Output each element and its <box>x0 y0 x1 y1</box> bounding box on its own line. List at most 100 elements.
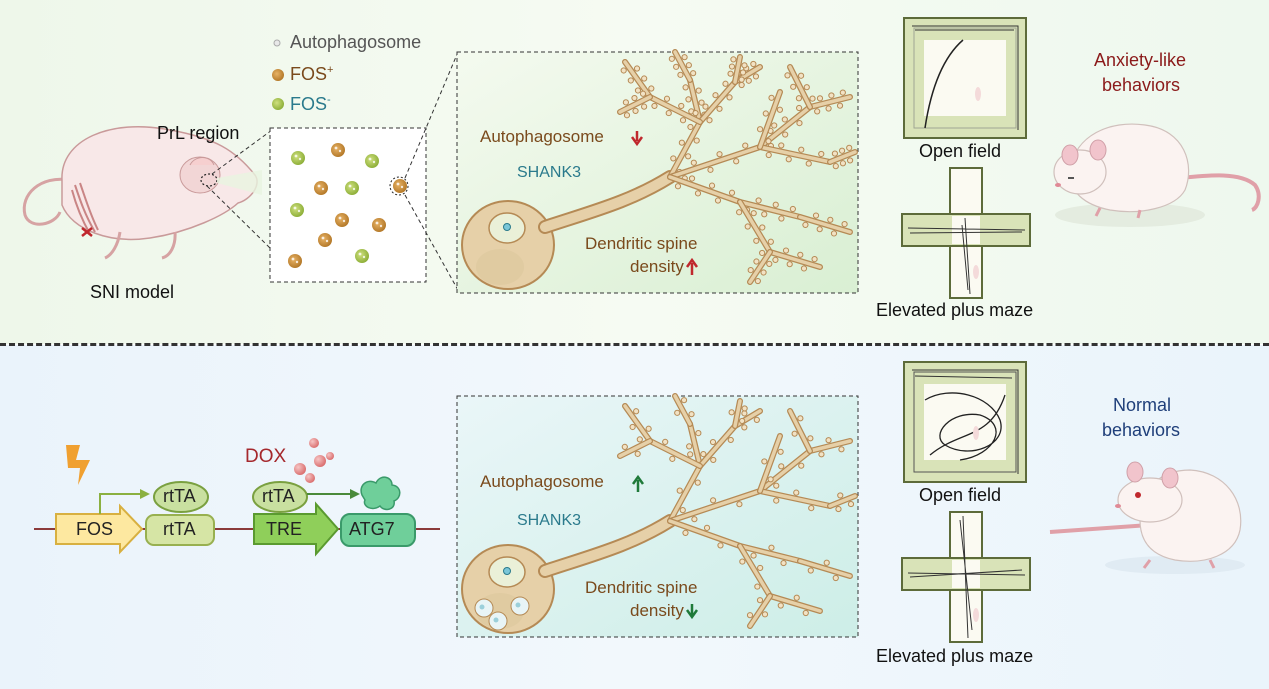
dendritic-spine <box>807 435 814 442</box>
open-field-arena-bottom <box>903 361 1027 483</box>
dendritic-spine <box>738 76 745 83</box>
dendritic-spine <box>778 142 785 149</box>
dendritic-spine <box>767 238 774 245</box>
dendritic-spine <box>831 150 839 157</box>
dendrite <box>688 78 702 124</box>
dendritic-spine <box>772 256 779 263</box>
dendrite <box>748 594 772 628</box>
dendritic-spine <box>741 62 748 69</box>
dendritic-spine <box>841 221 848 228</box>
dendritic-spine <box>753 258 760 265</box>
fos-positive-cell <box>318 233 332 247</box>
anxious-rat-illustration <box>1053 123 1261 227</box>
dendritic-spine <box>694 479 701 486</box>
dendrite <box>738 544 802 563</box>
dendritic-spine <box>791 430 798 437</box>
fos-negative-cell <box>290 203 304 217</box>
autophagosome-dot <box>368 157 372 161</box>
dendritic-spine <box>839 89 846 96</box>
dendrite <box>758 449 812 493</box>
sni-mouse-illustration <box>22 126 262 260</box>
dendritic-spine <box>728 409 735 416</box>
dendritic-spine <box>651 102 658 110</box>
dendrite <box>748 250 772 284</box>
dendritic-spine <box>802 221 809 228</box>
dendritic-spine <box>823 559 830 566</box>
autophagosome-dot <box>294 154 298 158</box>
dendritic-spine <box>722 80 729 87</box>
atg7-protein-icon <box>360 476 401 511</box>
dendritic-spine <box>825 105 832 112</box>
dendritic-spine <box>816 226 823 233</box>
dendrite <box>668 175 742 204</box>
dendritic-spine <box>681 54 688 61</box>
dendritic-spine <box>741 410 748 417</box>
dendritic-spine <box>739 69 747 76</box>
dendritic-spine <box>710 497 717 504</box>
dendritic-spine <box>742 142 749 149</box>
dendritic-spine <box>832 163 839 170</box>
autophagosome-dot <box>358 252 362 256</box>
dendrite <box>758 489 832 508</box>
dendritic-spine <box>756 126 764 133</box>
dendritic-spine <box>621 443 628 450</box>
autophagosome-cargo <box>479 604 485 610</box>
dendritic-spine <box>648 85 655 92</box>
fos-positive-cell <box>335 213 349 227</box>
dendritic-spine <box>798 462 805 469</box>
dendritic-spine <box>632 107 639 115</box>
dendritic-spine <box>679 117 687 124</box>
dendritic-spine <box>691 516 698 523</box>
zoom-line <box>404 51 459 179</box>
soma-shadow <box>476 249 524 285</box>
dendrite <box>768 594 822 613</box>
dendrite <box>698 80 737 124</box>
neuron-bottom-illustration <box>461 393 858 634</box>
fos-negative-cell <box>365 154 379 168</box>
fos-positive-legend-icon <box>272 69 284 81</box>
fos-negative-cell <box>291 151 305 165</box>
dendritic-spine <box>717 542 724 549</box>
autophagosome-dot <box>291 257 295 261</box>
dendritic-spine <box>714 197 722 204</box>
dendritic-spine <box>682 84 689 91</box>
lightning-icon <box>66 445 90 485</box>
dendritic-spine <box>730 56 737 63</box>
epm-label-top: Elevated plus maze <box>876 300 1034 320</box>
dox-molecule <box>305 473 315 483</box>
dendritic-spine <box>773 497 780 504</box>
dendritic-spine <box>692 109 699 117</box>
dendritic-spine <box>793 594 800 601</box>
fos-positive-cell <box>288 254 302 268</box>
expression-arrow <box>99 493 140 514</box>
dendritic-spine <box>789 205 796 213</box>
dendritic-spine <box>818 150 825 158</box>
dendritic-spine <box>750 60 757 68</box>
dendritic-spine <box>796 104 803 112</box>
dendrite <box>828 150 857 164</box>
dendritic-spine <box>757 564 764 572</box>
fos-positive-cell <box>372 218 386 232</box>
dendritic-spine <box>685 96 692 103</box>
dendritic-spine <box>687 451 694 458</box>
dendritic-spine <box>700 451 707 458</box>
dendrite <box>673 50 692 82</box>
legend-fos-negative-label: FOS <box>290 94 328 114</box>
dendritic-spine <box>678 102 685 110</box>
legend-fos-negative-sup: - <box>327 94 331 106</box>
dendritic-spine <box>631 94 638 102</box>
dendritic-spine <box>784 72 791 79</box>
dendritic-spine <box>669 455 676 462</box>
dendritic-spine <box>768 544 775 551</box>
cells-group <box>288 143 407 268</box>
dendrite <box>733 409 762 428</box>
dendrite <box>758 90 782 149</box>
dendrite <box>758 434 782 493</box>
dendritic-spine <box>832 574 839 582</box>
dendritic-spine <box>673 63 680 70</box>
elevated-plus-maze-top <box>901 167 1031 299</box>
axon <box>540 172 675 232</box>
open-field-arena-top <box>903 17 1027 139</box>
autophagosome-dot <box>338 216 342 220</box>
fos-positive-cell <box>314 181 328 195</box>
